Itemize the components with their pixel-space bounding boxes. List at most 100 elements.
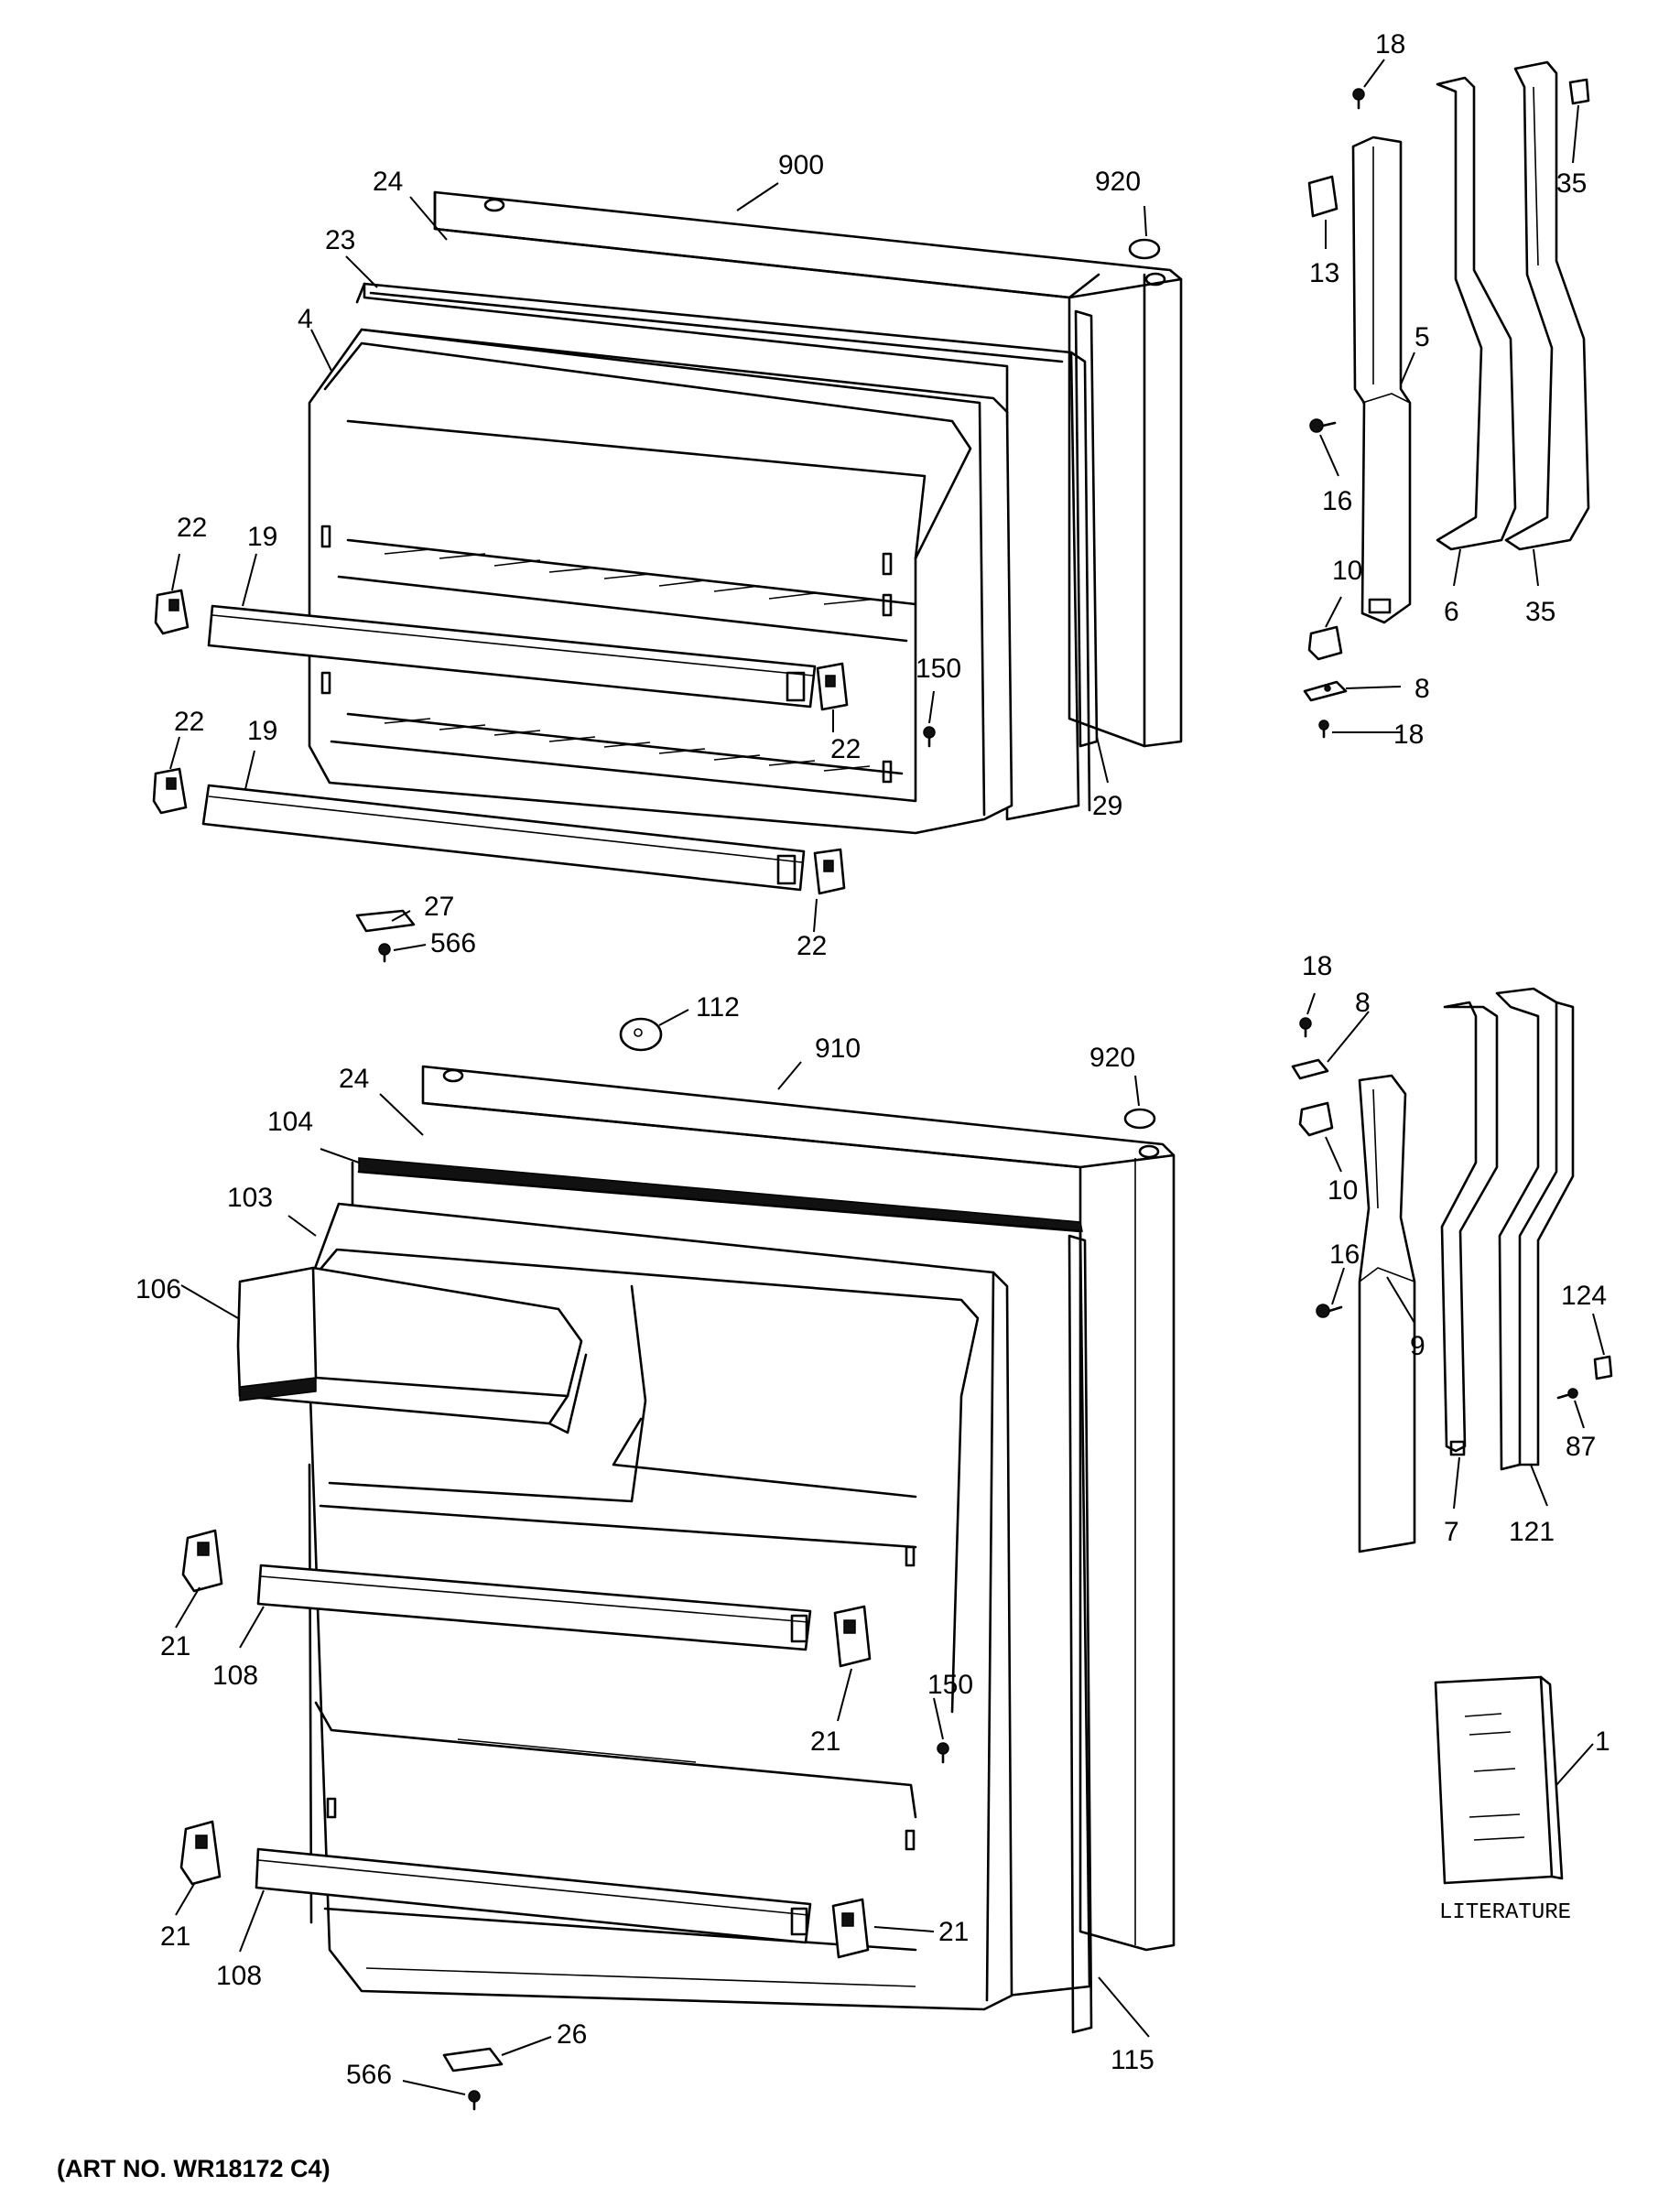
callout-freezer-shelf-lower: 19 <box>247 716 277 746</box>
callout-fresh-food-shelf-end-right-upper: 21 <box>810 1726 840 1757</box>
callout-freezer-door: 900 <box>778 150 824 180</box>
callout-fresh-food-breaker-strip: 115 <box>1111 2045 1154 2075</box>
callout-fresh-food-handle-trim-left: 7 <box>1444 1517 1459 1547</box>
callout-freezer-handle-screw-mid: 16 <box>1322 486 1352 516</box>
callout-freezer-breaker-strip: 29 <box>1092 791 1122 821</box>
callout-freezer-handle-screw-bottom: 18 <box>1393 720 1424 750</box>
fresh-food-handle-assembly <box>1291 987 1613 1553</box>
callout-fresh-food-hinge-screw: 566 <box>346 2060 392 2090</box>
callout-freezer-hinge-screw: 566 <box>430 928 476 958</box>
callout-fresh-food-gasket: 104 <box>267 1107 313 1137</box>
freezer-handle-assembly <box>1303 60 1590 739</box>
fresh-food-handle-trim-left <box>1440 1001 1499 1456</box>
callout-freezer-shelf-end-right-upper: 22 <box>830 734 861 764</box>
freezer-handle-screw-mid <box>1309 418 1337 433</box>
freezer-breaker-strip <box>1074 309 1099 748</box>
fresh-food-handle-cap <box>1593 1355 1613 1380</box>
callout-fresh-food-handle-bracket: 8 <box>1355 988 1371 1018</box>
freezer-door-plug <box>1128 238 1161 260</box>
fresh-food-door-assembly <box>179 1017 1176 2111</box>
freezer-handle-cap <box>1307 175 1339 218</box>
callout-fresh-food-gasket-top: 24 <box>339 1064 369 1094</box>
fresh-food-handle-screw-mid <box>1316 1304 1343 1318</box>
callout-freezer-shelf-upper: 19 <box>247 522 277 552</box>
callout-fresh-food-shelf-end-left-upper: 21 <box>160 1631 190 1661</box>
freezer-shelf-bar-lower <box>201 784 806 892</box>
fresh-food-hinge-plate <box>442 2047 504 2073</box>
callout-freezer-shelf-end-left-lower: 22 <box>174 707 204 737</box>
leader-lines <box>169 59 1605 2095</box>
callout-fresh-food-hinge-plate: 26 <box>557 2019 587 2050</box>
literature-caption: LITERATURE <box>1439 1900 1571 1925</box>
callout-freezer-shelf-end-right-lower: 22 <box>797 931 827 961</box>
callout-freezer-handle-end-cap: 35 <box>1556 168 1587 199</box>
callout-freezer-gasket: 23 <box>325 225 355 255</box>
callout-fresh-food-shelf-lower: 108 <box>216 1961 262 1991</box>
freezer-door-liner <box>308 328 1013 835</box>
callout-literature: 1 <box>1595 1726 1610 1757</box>
callout-fresh-food-plug: 920 <box>1089 1043 1135 1073</box>
freezer-handle-screw-bottom <box>1318 720 1329 739</box>
freezer-shelf-end-left-upper <box>154 589 190 635</box>
fresh-food-outer-door <box>421 1065 1176 1952</box>
freezer-handle-mount <box>1307 625 1343 661</box>
fresh-food-handle-screw-top <box>1299 1017 1312 1038</box>
freezer-shelf-bar-upper <box>207 604 817 709</box>
freezer-shelf-end-left-lower <box>152 767 188 815</box>
freezer-handle-trim-right <box>1504 60 1590 551</box>
freezer-handle-bracket <box>1303 680 1348 702</box>
freezer-handle-screw-top <box>1352 88 1365 110</box>
callout-freezer-liner: 4 <box>298 304 313 334</box>
callout-freezer-handle-mount: 10 <box>1332 556 1362 586</box>
callout-fresh-food-shelf-upper: 108 <box>212 1661 258 1691</box>
freezer-shelf-end-right-lower <box>813 848 846 895</box>
callout-fresh-food-handle-screw-cap: 87 <box>1566 1432 1596 1462</box>
fresh-food-door-plug <box>1123 1108 1156 1130</box>
fresh-food-shelf-end-left-lower <box>179 1820 222 1886</box>
freezer-handle-end-cap <box>1568 78 1590 105</box>
callout-freezer-handle-screw-top: 18 <box>1375 29 1405 60</box>
callout-fresh-food-handle-cap: 124 <box>1561 1281 1607 1311</box>
fresh-food-hinge-screw-150 <box>937 1742 949 1764</box>
fresh-food-shelf-bar-upper <box>256 1564 812 1651</box>
fresh-food-dairy-door <box>236 1266 588 1434</box>
callout-fresh-food-shelf-end-right-lower: 21 <box>938 1917 969 1947</box>
callout-fresh-food-door: 910 <box>815 1034 861 1064</box>
callout-fresh-food-handle: 9 <box>1410 1331 1425 1361</box>
freezer-door-assembly <box>152 190 1183 963</box>
callout-freezer-gasket-top: 24 <box>373 167 403 197</box>
fresh-food-hinge-screw-566 <box>468 2090 481 2111</box>
callout-labels: 900 920 24 23 4 22 19 22 19 22 22 150 29… <box>57 29 1610 2182</box>
fresh-food-handle-trim-right <box>1495 987 1575 1471</box>
art-number: (ART NO. WR18172 C4) <box>57 2155 331 2182</box>
freezer-hinge-screw-566 <box>378 943 391 963</box>
fresh-food-handle <box>1358 1074 1416 1553</box>
fresh-food-handle-screw-cap <box>1556 1388 1578 1400</box>
fresh-food-breaker-strip <box>1068 1234 1093 2034</box>
callout-freezer-shelf-end-left-upper: 22 <box>177 513 207 543</box>
callout-fresh-food-button: 112 <box>696 992 740 1023</box>
callout-freezer-handle: 5 <box>1414 322 1430 352</box>
literature-booklet: LITERATURE <box>1434 1675 1571 1925</box>
callout-fresh-food-screw-hinge: 150 <box>927 1670 973 1700</box>
freezer-handle-trim-left <box>1436 76 1517 551</box>
callout-freezer-handle-trim-right: 35 <box>1525 597 1555 627</box>
fresh-food-shelf-end-right-upper <box>833 1605 872 1668</box>
callout-fresh-food-handle-mount: 10 <box>1328 1175 1358 1206</box>
callout-freezer-hinge-plate: 27 <box>424 892 454 922</box>
fresh-food-handle-bracket <box>1291 1058 1329 1080</box>
callout-fresh-food-liner: 103 <box>227 1183 273 1213</box>
callout-fresh-food-handle-screw-top: 18 <box>1302 951 1332 981</box>
fresh-food-shelf-end-right-lower <box>831 1898 870 1959</box>
callout-fresh-food-dairy-door: 106 <box>135 1274 181 1304</box>
fresh-food-shelf-end-left-upper <box>181 1529 223 1593</box>
callout-freezer-handle-trim-left: 6 <box>1444 597 1459 627</box>
fresh-food-handle-mount <box>1298 1101 1334 1137</box>
freezer-shelf-end-right-upper <box>816 662 849 711</box>
freezer-door-gasket <box>355 282 1091 821</box>
callout-freezer-handle-bracket: 8 <box>1414 674 1430 704</box>
freezer-hinge-screw-150 <box>923 726 936 748</box>
callout-freezer-handle-cap: 13 <box>1309 258 1339 288</box>
callout-freezer-plug: 920 <box>1095 167 1141 197</box>
